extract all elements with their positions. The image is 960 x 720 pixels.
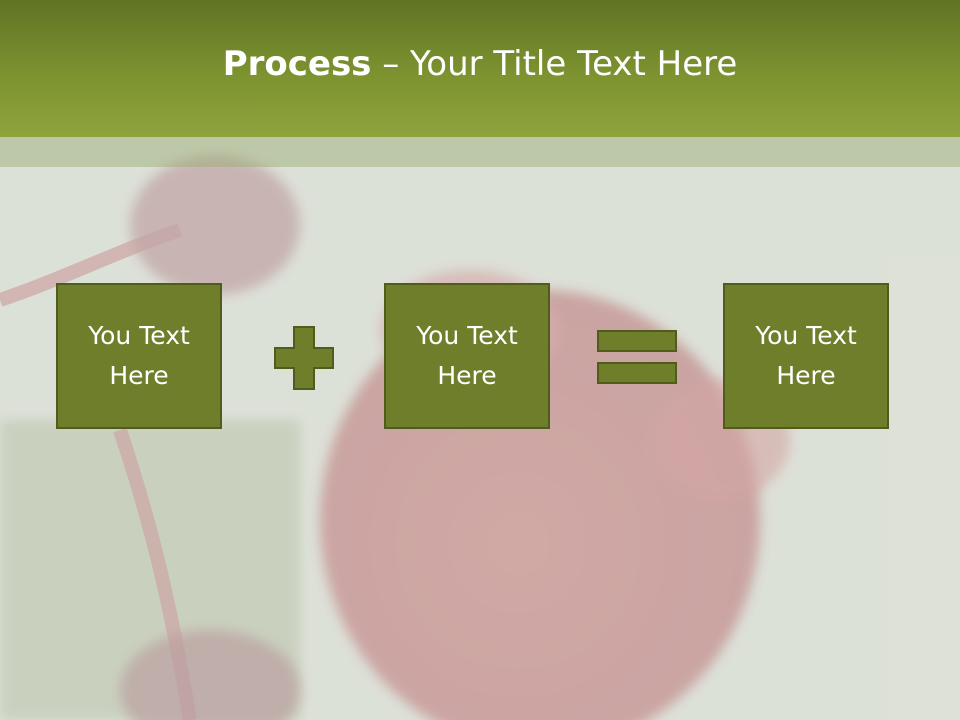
title-bar: Process – Your Title Text Here [0, 0, 960, 137]
title-bold: Process [222, 43, 372, 84]
slide-title: Process – Your Title Text Here [223, 44, 738, 84]
process-box-1-text: You Text Here [88, 321, 190, 390]
title-rest: – Your Title Text Here [371, 43, 738, 84]
process-box-2[interactable]: You Text Here [384, 283, 550, 429]
title-underband [0, 137, 960, 167]
process-box-3[interactable]: You Text Here [723, 283, 889, 429]
process-box-3-text: You Text Here [755, 321, 857, 390]
process-box-1[interactable]: You Text Here [56, 283, 222, 429]
process-box-2-text: You Text Here [416, 321, 518, 390]
plus-icon [274, 326, 334, 390]
equals-icon [597, 330, 677, 384]
